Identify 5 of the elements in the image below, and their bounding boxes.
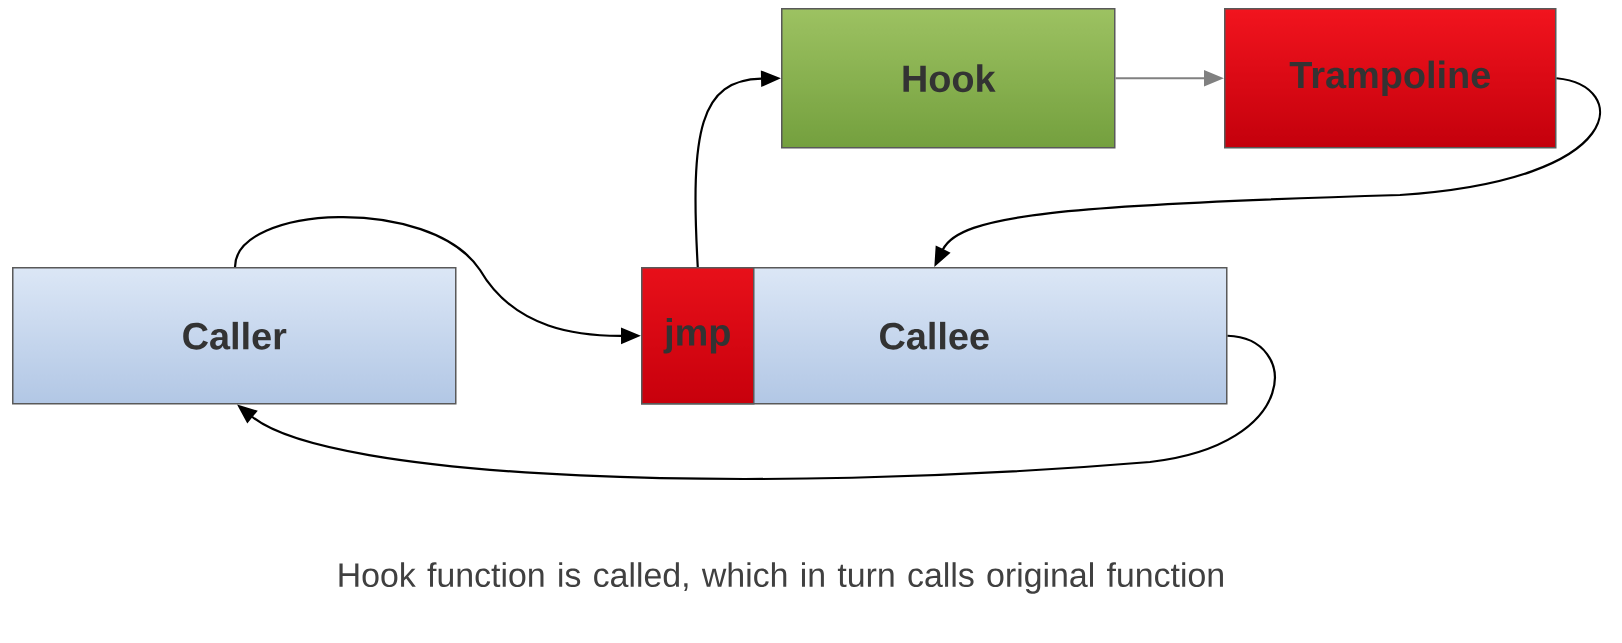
caller-box: Caller: [12, 267, 457, 405]
caption: Hook function is called, which in turn calls original function: [339, 562, 1223, 594]
trampoline-box: Trampoline: [1224, 8, 1557, 149]
jmp-box: jmp: [641, 267, 755, 405]
hook-box: Hook: [781, 8, 1116, 149]
